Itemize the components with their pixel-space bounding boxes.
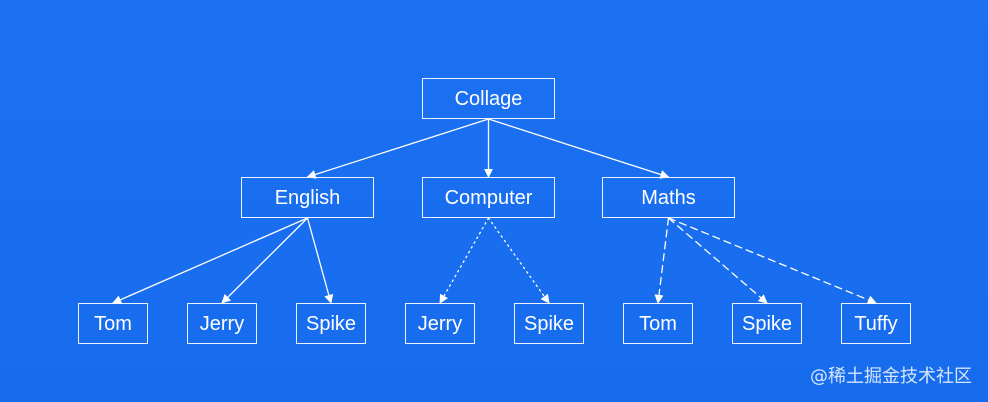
node-computer: Computer bbox=[422, 177, 555, 218]
node-maths: Maths bbox=[602, 177, 735, 218]
node-maths-tom: Tom bbox=[623, 303, 693, 344]
edge-9 bbox=[667, 217, 768, 304]
edge-8 bbox=[654, 217, 670, 304]
node-english-spike: Spike bbox=[296, 303, 366, 344]
edge-5 bbox=[306, 217, 334, 304]
edge-0 bbox=[306, 118, 490, 179]
edge-2 bbox=[487, 118, 670, 179]
watermark-text: @稀土掘金技术社区 bbox=[810, 366, 972, 387]
node-english: English bbox=[241, 177, 374, 218]
edge-6 bbox=[439, 217, 490, 304]
node-computer-spike: Spike bbox=[514, 303, 584, 344]
node-english-jerry: Jerry bbox=[187, 303, 257, 344]
node-computer-jerry: Jerry bbox=[405, 303, 475, 344]
edge-4 bbox=[221, 217, 309, 304]
node-collage: Collage bbox=[422, 78, 555, 119]
edge-10 bbox=[667, 217, 877, 305]
edge-3 bbox=[112, 217, 309, 304]
node-maths-tuffy: Tuffy bbox=[841, 303, 911, 344]
node-english-tom: Tom bbox=[78, 303, 148, 344]
edge-7 bbox=[487, 217, 550, 304]
node-maths-spike: Spike bbox=[732, 303, 802, 344]
